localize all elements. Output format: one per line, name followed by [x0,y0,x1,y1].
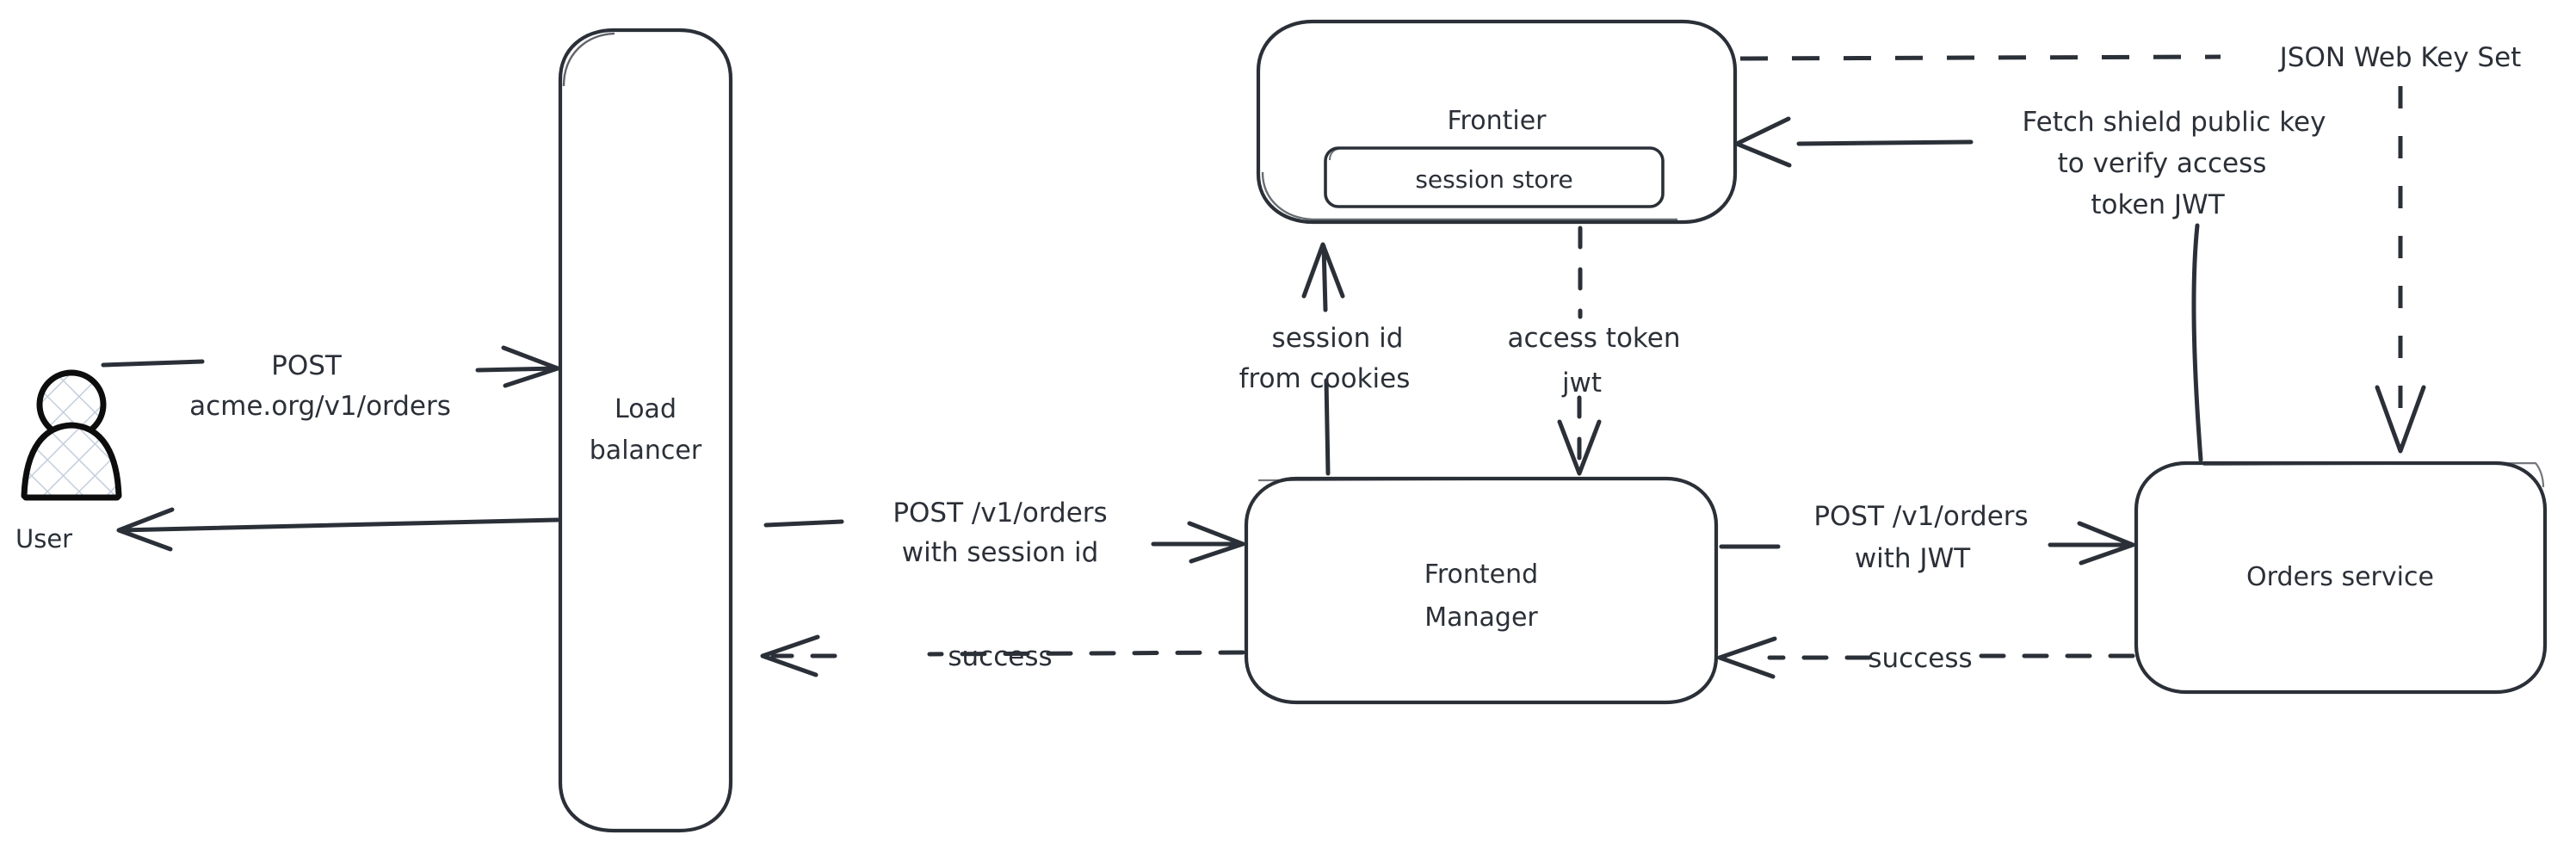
edge-jwks-arrowhead [2375,385,2426,454]
edge-lb-fm-label-line2: with session id [902,537,1099,568]
edge-frontier-fm-arrowhead [1557,419,1602,476]
edge-fm-lb-dashline-right [927,650,1245,657]
edge-orders-service-to-frontier: Fetch shield public key to verify access… [1734,107,2326,462]
user-body-icon [21,422,122,501]
edge-load-balancer-to-user [116,507,560,552]
edge-fm-frontier-arrowhead [1301,242,1345,299]
node-user[interactable]: User [15,369,122,553]
load-balancer-label-line2: balancer [590,436,702,466]
node-orders-service[interactable]: Orders service [2134,461,2548,695]
edge-orders-frontier-label-line2: to verify access [2058,148,2267,179]
session-store-sketch-accent [1329,147,1345,161]
edge-frontend-manager-to-load-balancer: success [760,634,1245,677]
edge-frontier-fm-label-line1: access token [1507,323,1680,354]
edge-orders-frontier-label-line3: token JWT [2091,189,2225,220]
edge-user-lb-label-line1: POST [271,350,343,381]
frontend-manager-label-line2: Manager [1424,603,1538,633]
edge-jwks-label: JSON Web Key Set [2278,42,2522,73]
edge-lb-user-arrowhead [116,507,175,552]
frontend-manager-box [1244,476,1719,705]
edge-load-balancer-to-frontend-manager: POST /v1/orders with session id [763,498,1245,568]
edge-orders-fm-label: success [1868,643,1972,674]
session-store-box [1324,146,1665,208]
frontier-sketch-accent [1261,171,1677,221]
edge-user-lb-line-right [475,366,560,373]
load-balancer-sketch-accent [562,32,615,87]
edge-jwks-dashline-horizontal [1739,54,2221,61]
edge-frontier-fm-label-line2: jwt [1561,368,1602,399]
orders-service-box [2134,461,2548,695]
edge-fm-frontier-label-line1: session id [1272,323,1404,354]
edge-user-lb-arrowhead [501,345,560,388]
load-balancer-box [558,28,733,833]
orders-service-sketch-accent [2202,461,2545,488]
edge-orders-frontier-label-line1: Fetch shield public key [2023,107,2326,138]
load-balancer-label-line1: Load [615,394,676,424]
edge-fm-orders-arrowhead [2077,521,2135,566]
edge-user-lb-line-left [101,359,205,368]
node-user-label: User [15,524,72,553]
edge-fm-orders-label-line1: POST /v1/orders [1813,501,2028,532]
edge-fm-orders-label-line2: with JWT [1855,543,1971,574]
session-store-label: session store [1415,165,1572,194]
frontend-manager-sketch-accent [1257,477,1662,482]
node-frontier[interactable]: Frontier session store [1256,19,1738,225]
node-load-balancer[interactable]: Load balancer [558,28,733,833]
edge-user-to-load-balancer: POST acme.org/v1/orders [101,345,560,422]
edge-lb-fm-label-line1: POST /v1/orders [893,498,1107,529]
edge-orders-frontier-line [1796,139,1974,146]
edge-fm-frontier-line-lower [1324,378,1331,476]
edge-orders-service-to-frontend-manager: success [1717,636,2135,679]
edge-frontier-to-frontend-manager: access token jwt [1507,226,1681,476]
edge-fm-frontier-line-upper [1321,244,1328,312]
edge-orders-frontier-curve [2191,223,2203,462]
frontend-manager-label-line1: Frontend [1424,560,1538,590]
edge-fm-frontier-label-line2: from cookies [1239,363,1411,394]
node-session-store[interactable]: session store [1324,146,1665,208]
node-frontend-manager[interactable]: Frontend Manager [1244,476,1719,705]
edge-lb-fm-arrowhead [1187,521,1245,564]
edge-fm-lb-arrowhead [760,634,820,677]
edge-lb-user-line [118,517,560,533]
edge-frontend-manager-to-orders-service: POST /v1/orders with JWT [1719,501,2135,574]
orders-service-label: Orders service [2246,562,2434,592]
edge-frontier-to-orders-service-jwks: JSON Web Key Set [1739,42,2522,454]
edge-frontend-manager-to-frontier: session id from cookies [1239,242,1411,476]
edge-orders-fm-arrowhead [1717,636,1777,679]
edge-fm-lb-label: success [948,641,1052,672]
edge-lb-fm-line-left [763,519,844,528]
edge-orders-frontier-arrowhead [1734,116,1792,168]
frontier-label: Frontier [1447,106,1547,136]
edge-user-lb-label-line2: acme.org/v1/orders [189,391,451,422]
